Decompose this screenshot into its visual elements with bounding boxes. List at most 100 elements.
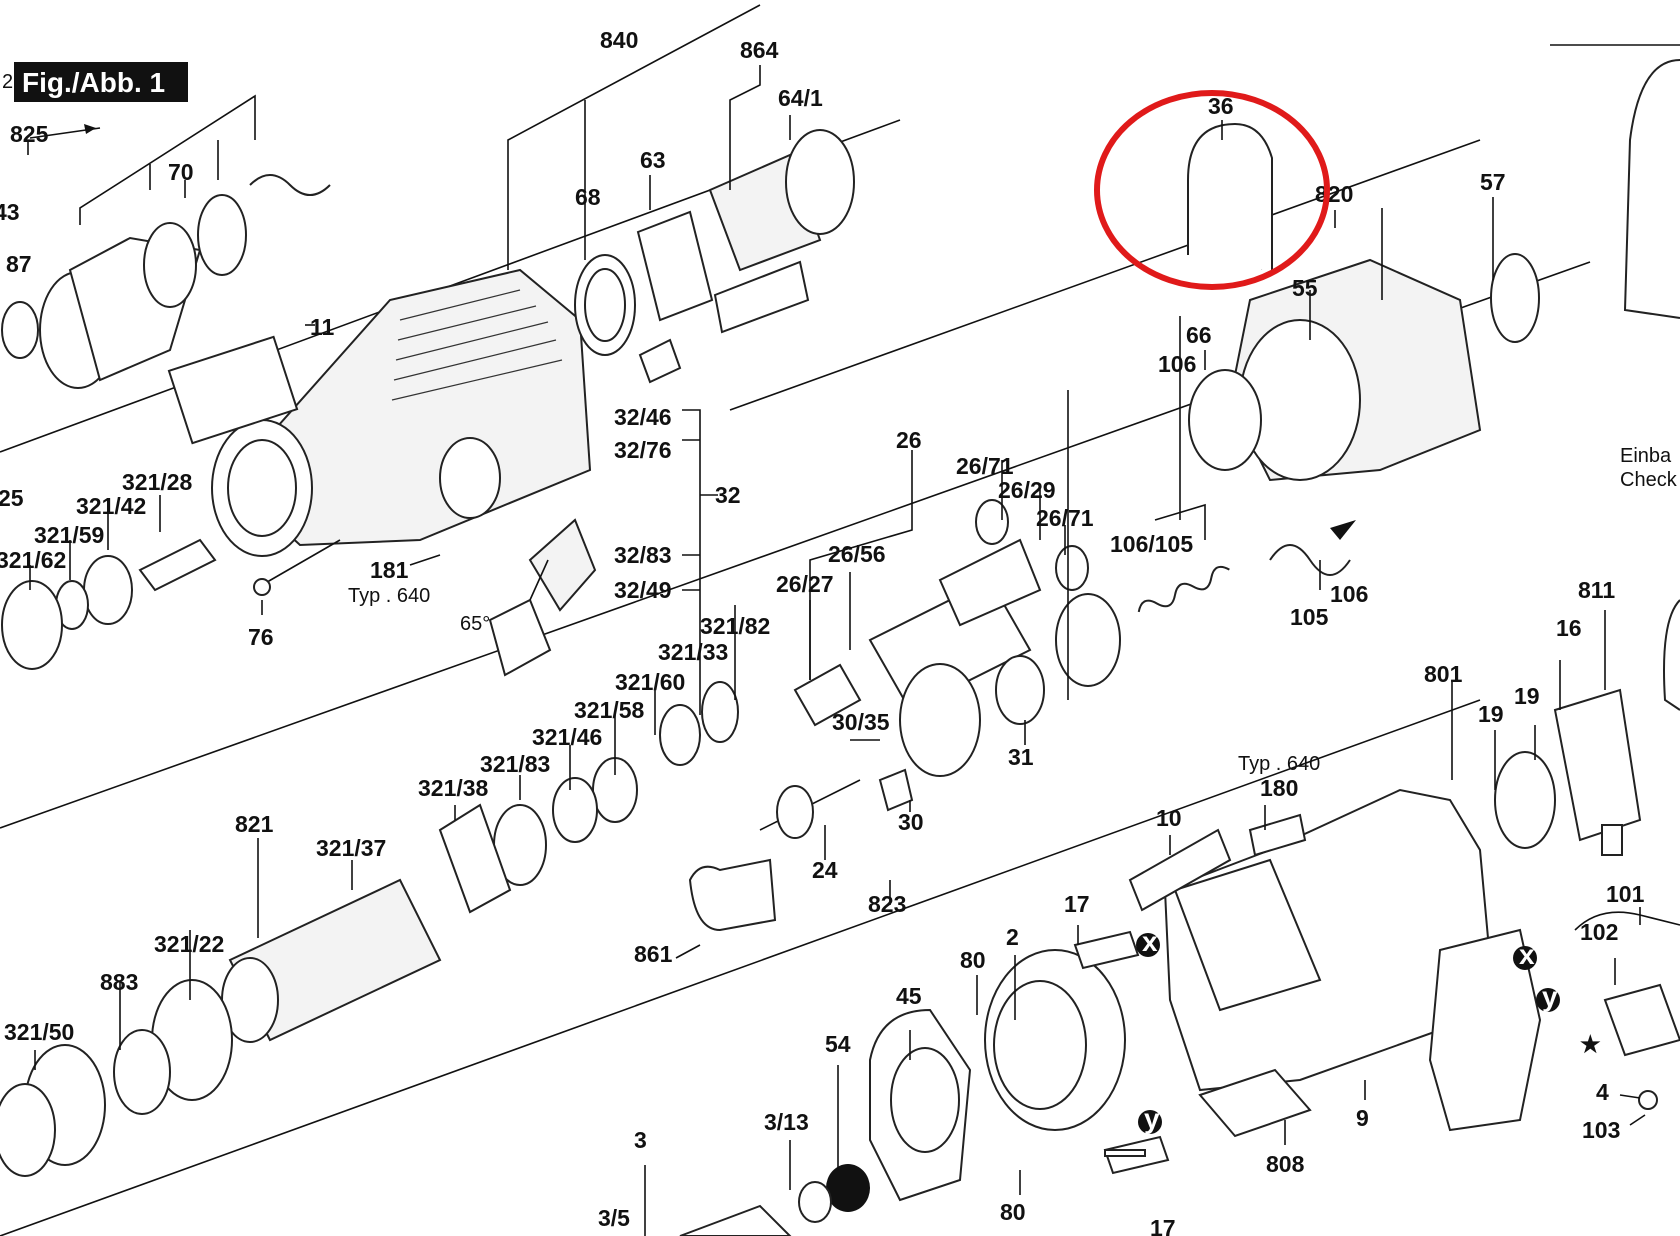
label-26-71a: 26/71 (956, 453, 1014, 479)
piston-pin-26 (938, 538, 1042, 627)
label-181: 181 (370, 557, 409, 583)
brush-holder-861 (688, 858, 777, 932)
brush-17a (1073, 930, 1140, 970)
ring-part-2 (197, 194, 247, 276)
label-861: 861 (634, 941, 673, 967)
label-102: 102 (1580, 919, 1618, 945)
leader-lines (27, 4, 1646, 1236)
small-ring (1, 301, 39, 359)
baffle-bore (890, 1047, 960, 1153)
label-321-58: 321/58 (574, 697, 645, 723)
label-883: 883 (100, 969, 138, 995)
switch-spring (529, 559, 549, 601)
side-text-line1: Einba (1620, 445, 1672, 467)
label-19b: 19 (1514, 683, 1540, 709)
ring-321-42 (83, 555, 133, 625)
label-106-105: 106/105 (1110, 531, 1193, 557)
direction-arrow (84, 124, 96, 134)
gear-part (1055, 593, 1121, 687)
label-3-5: 3/5 (598, 1205, 630, 1231)
label-80a: 80 (960, 947, 986, 973)
label-840: 840 (600, 27, 638, 53)
ring-321-50b (0, 1083, 56, 1177)
label-17b: 17 (1150, 1215, 1176, 1236)
field-core (993, 980, 1087, 1110)
ring-part (143, 222, 197, 308)
housing-bore (227, 439, 297, 537)
label-57: 57 (1480, 169, 1506, 195)
wobble-bearing-30-35 (899, 663, 981, 777)
label-321-38: 321/38 (418, 775, 489, 801)
label-16: 16 (1556, 615, 1582, 641)
corner-number: 2 (2, 71, 13, 93)
label-101: 101 (1606, 881, 1645, 907)
parts (0, 59, 1680, 1236)
label-26: 26 (896, 427, 922, 453)
label-321-62: 321/62 (0, 547, 66, 573)
label-825: 825 (10, 121, 49, 147)
handle-grip (1428, 928, 1542, 1132)
label-321-59: 321/59 (34, 522, 104, 548)
label-321-50: 321/50 (4, 1019, 74, 1045)
label-801: 801 (1424, 661, 1463, 687)
label-105: 105 (1290, 604, 1329, 630)
highlight-circle (1094, 90, 1330, 290)
cable-clamp-102 (1603, 983, 1680, 1057)
label-30: 30 (898, 809, 924, 835)
label-821: 821 (235, 811, 274, 837)
label-321-46: 321/46 (532, 724, 602, 750)
label-32: 32 (715, 482, 741, 508)
label-321-28: 321/28 (122, 469, 193, 495)
ring-321-82 (701, 681, 739, 743)
label-10: 10 (1156, 805, 1182, 831)
label-87: 87 (6, 251, 32, 277)
label-3-13: 3/13 (764, 1109, 809, 1135)
label-3: 3 (634, 1127, 647, 1153)
screw-head-76 (253, 578, 271, 596)
label-4: 4 (1596, 1079, 1609, 1105)
selector-knob-32 (528, 518, 597, 612)
label-80b: 80 (1000, 1199, 1026, 1225)
part-labels: 840 864 64/1 63 68 825 70 43 87 11 36 82… (0, 27, 1678, 1236)
label-321-37: 321/37 (316, 835, 386, 861)
label-26-27: 26/27 (776, 571, 834, 597)
right-edge-housing (1623, 59, 1680, 319)
housing-window (1173, 858, 1322, 1012)
label-26-71b: 26/71 (1036, 505, 1094, 531)
arrow-marker (1330, 520, 1356, 540)
ring-64-1 (785, 129, 855, 235)
note-angle: 65° (460, 613, 490, 635)
plate-180 (1248, 813, 1307, 857)
switch-part (488, 598, 552, 677)
brush-tab (1104, 1149, 1146, 1157)
label-9: 9 (1356, 1105, 1369, 1131)
side-text-line2: Check (1620, 469, 1678, 491)
label-25: 25 (0, 485, 24, 511)
label-45: 45 (896, 983, 922, 1009)
marker-y-2 (1536, 988, 1560, 1012)
label-32-46: 32/46 (614, 404, 672, 430)
markers: x x y y ★ (84, 124, 1601, 1134)
marker-x-1-text: x (1142, 926, 1158, 957)
label-321-83: 321/83 (480, 751, 550, 777)
label-180: 180 (1260, 775, 1298, 801)
spring-part (249, 174, 331, 196)
label-26-56: 26/56 (828, 541, 886, 567)
marker-y-1 (1138, 1110, 1162, 1134)
bearing-54 (826, 1164, 870, 1212)
armature-3 (679, 1204, 792, 1236)
right-edge-part (1663, 599, 1680, 711)
plate-10 (1128, 828, 1232, 912)
label-66: 66 (1186, 322, 1212, 348)
ring-321-33 (659, 704, 701, 766)
label-11: 11 (310, 314, 335, 340)
label-321-60: 321/60 (615, 669, 685, 695)
selector-ring (439, 437, 501, 519)
label-321-33: 321/33 (658, 639, 728, 665)
clip-36-outer (1187, 122, 1273, 272)
screw-103 (1638, 1090, 1658, 1110)
spring-106 (1137, 565, 1230, 613)
screw-76 (261, 539, 341, 586)
ring-26-71b (1055, 545, 1089, 591)
note-typ-640-a: Typ . 640 (348, 585, 430, 607)
